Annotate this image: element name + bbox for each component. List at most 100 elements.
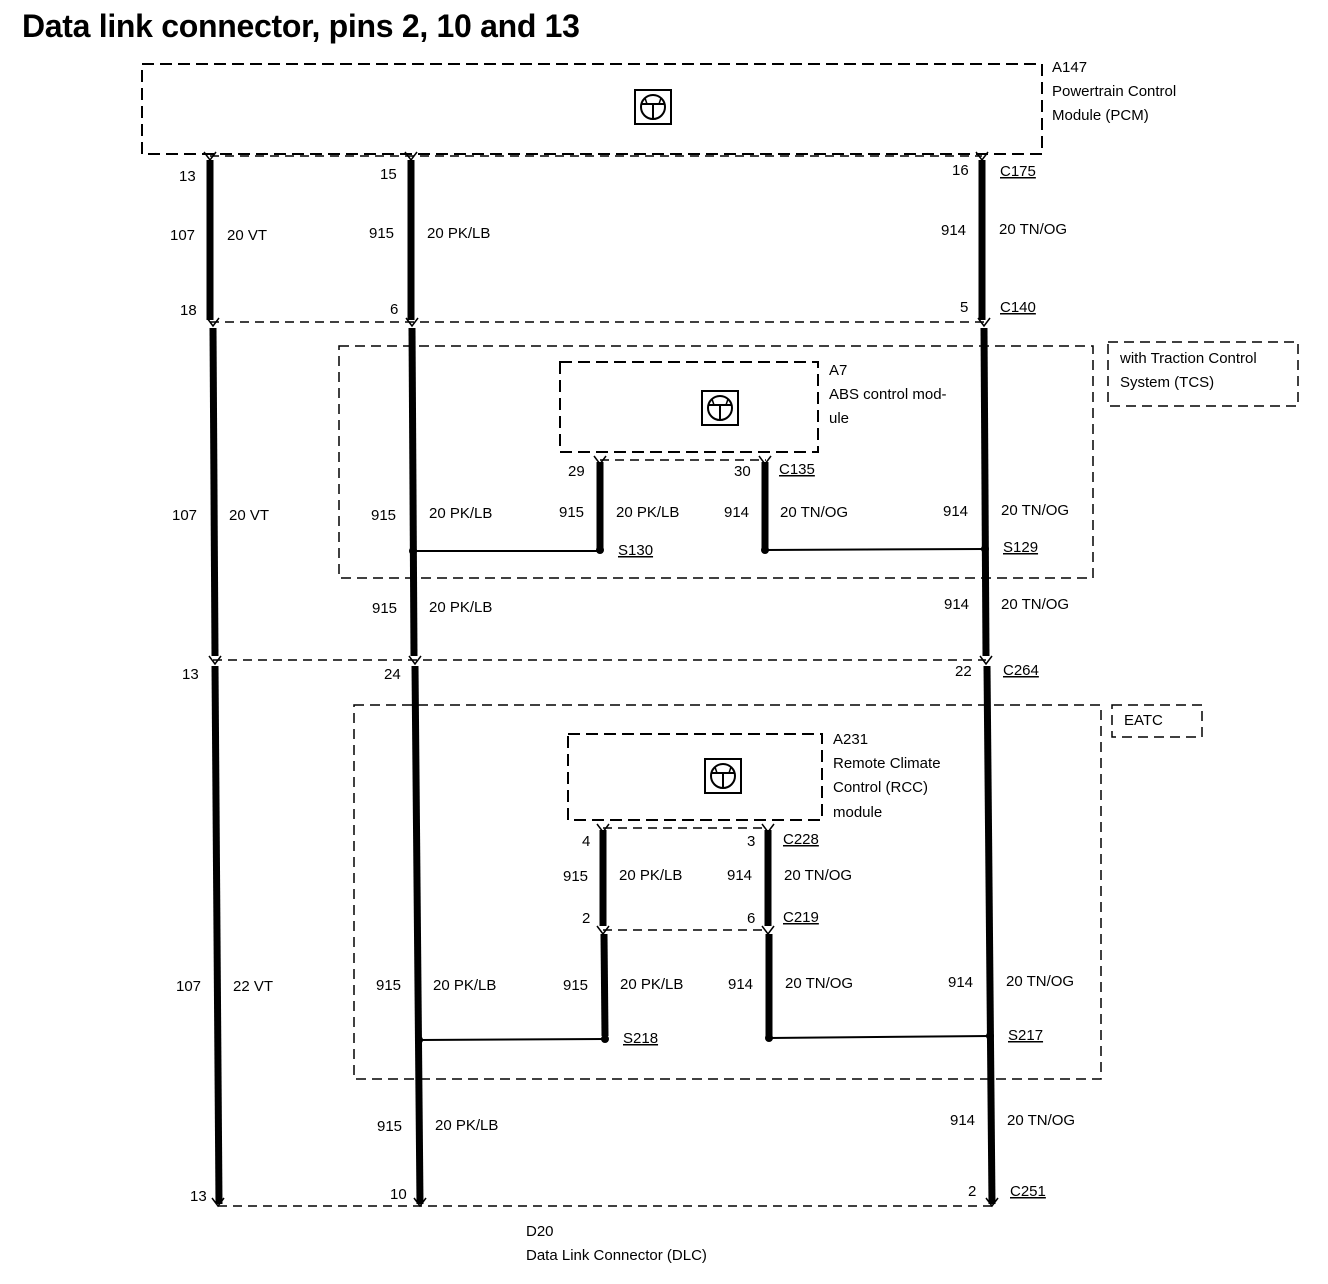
rcc-name-line1: Remote Climate <box>833 755 941 772</box>
s217-splice-dot-b <box>986 1032 994 1040</box>
pin-label: 13 <box>182 666 199 683</box>
circuit-number: 915 <box>563 868 588 885</box>
circuit-number: 915 <box>369 225 394 242</box>
c264-connector-label: C264 <box>1003 662 1039 679</box>
pin-label: 6 <box>390 301 398 318</box>
pcm-name-line2: Module (PCM) <box>1052 107 1149 124</box>
wire-color-label: 20 TN/OG <box>1007 1112 1075 1129</box>
wire-color-label: 20 TN/OG <box>785 975 853 992</box>
rcc-transistor-symbol-icon <box>704 758 742 794</box>
circuit-number: 914 <box>948 974 973 991</box>
circuit-number: 107 <box>172 507 197 524</box>
wire-color-label: 20 PK/LB <box>429 505 492 522</box>
s218-splice-dot-a <box>415 1036 423 1044</box>
vt-wire <box>206 160 223 1205</box>
abs-module-box <box>559 361 819 453</box>
pin-label: 13 <box>179 168 196 185</box>
c251-connector-label: C251 <box>1010 1183 1046 1200</box>
diagram-title: Data link connector, pins 2, 10 and 13 <box>22 8 580 44</box>
s217-splice-label: S217 <box>1008 1027 1043 1044</box>
circuit-number: 914 <box>943 503 968 520</box>
tcs-option-line2: System (TCS) <box>1120 374 1214 391</box>
circuit-number: 915 <box>563 977 588 994</box>
circuit-number: 914 <box>950 1112 975 1129</box>
dlc-name-label: Data Link Connector (DLC) <box>526 1247 707 1264</box>
s218-splice-label: S218 <box>623 1030 658 1047</box>
circuit-number: 915 <box>559 504 584 521</box>
pk-wire <box>407 160 424 1205</box>
circuit-number: 915 <box>371 507 396 524</box>
s130-splice-dot-b <box>596 546 604 554</box>
s218-tap <box>418 1038 606 1041</box>
tcs-option-line1: with Traction Control <box>1119 350 1257 367</box>
c140-connector-label: C140 <box>1000 299 1036 316</box>
circuit-number: 915 <box>372 600 397 617</box>
s218-splice-dot-b <box>601 1035 609 1043</box>
pin-label: 13 <box>190 1188 207 1205</box>
c135-connector-label: C135 <box>779 461 815 478</box>
wire-color-label: 20 TN/OG <box>780 504 848 521</box>
pin-label: 16 <box>952 162 969 179</box>
rcc-module-box <box>567 733 823 821</box>
rcc-name-line3: module <box>833 804 882 821</box>
wire-color-label: 20 PK/LB <box>429 599 492 616</box>
s130-splice-label: S130 <box>618 542 653 559</box>
abs-name-line2: ule <box>829 410 849 427</box>
s129-splice-label: S129 <box>1003 539 1038 556</box>
s129-tap <box>764 548 986 551</box>
wire-color-label: 20 PK/LB <box>620 976 683 993</box>
s217-tap <box>768 1035 991 1039</box>
circuit-number: 914 <box>944 596 969 613</box>
circuit-number: 915 <box>377 1118 402 1135</box>
circuit-number: 914 <box>727 867 752 884</box>
pin-label: 24 <box>384 666 401 683</box>
wire-color-label: 20 PK/LB <box>435 1117 498 1134</box>
wire-color-label: 22 VT <box>233 978 273 995</box>
pcm-transistor-symbol-icon <box>634 89 672 125</box>
pcm-name-line1: Powertrain Control <box>1052 83 1176 100</box>
pin-label: 5 <box>960 299 968 316</box>
eatc-option-box <box>353 704 1102 1080</box>
circuit-number: 914 <box>728 976 753 993</box>
pin-label: 18 <box>180 302 197 319</box>
rcc-id-label: A231 <box>833 731 868 748</box>
pin-label: 6 <box>747 910 755 927</box>
s129-splice-dot-a <box>761 546 769 554</box>
pin-label: 30 <box>734 463 751 480</box>
wire-color-label: 20 TN/OG <box>784 867 852 884</box>
eatc-option-label: EATC <box>1124 712 1163 729</box>
abs-transistor-symbol-icon <box>701 390 739 426</box>
wire-color-label: 20 PK/LB <box>619 867 682 884</box>
pcm-module-box <box>141 63 1043 155</box>
abs-name-line1: ABS control mod- <box>829 386 947 403</box>
pcm-id-label: A147 <box>1052 59 1087 76</box>
rcc-pk-wire-lower <box>600 933 609 1037</box>
pin-label: 3 <box>747 833 755 850</box>
pin-label: 29 <box>568 463 585 480</box>
wire-color-label: 20 VT <box>227 227 267 244</box>
c228-connector-label: C228 <box>783 831 819 848</box>
wire-color-label: 20 TN/OG <box>1006 973 1074 990</box>
wire-color-label: 20 VT <box>229 507 269 524</box>
s130-splice-dot-a <box>409 547 417 555</box>
dlc-id-label: D20 <box>526 1223 554 1240</box>
tn-wire <box>978 160 996 1205</box>
wire-color-label: 20 PK/LB <box>433 977 496 994</box>
c219-connector-label: C219 <box>783 909 819 926</box>
circuit-number: 914 <box>941 222 966 239</box>
abs-id-label: A7 <box>829 362 847 379</box>
circuit-number: 107 <box>176 978 201 995</box>
pin-label: 22 <box>955 663 972 680</box>
wire-color-label: 20 PK/LB <box>427 225 490 242</box>
s217-splice-dot-a <box>765 1034 773 1042</box>
wire-color-label: 20 TN/OG <box>1001 596 1069 613</box>
pin-label: 10 <box>390 1186 407 1203</box>
c175-connector-label: C175 <box>1000 163 1036 180</box>
wire-color-label: 20 PK/LB <box>616 504 679 521</box>
circuit-number: 914 <box>724 504 749 521</box>
pin-label: 15 <box>380 166 397 183</box>
circuit-number: 107 <box>170 227 195 244</box>
tcs-option-box <box>338 345 1094 579</box>
wire-color-label: 20 TN/OG <box>999 221 1067 238</box>
